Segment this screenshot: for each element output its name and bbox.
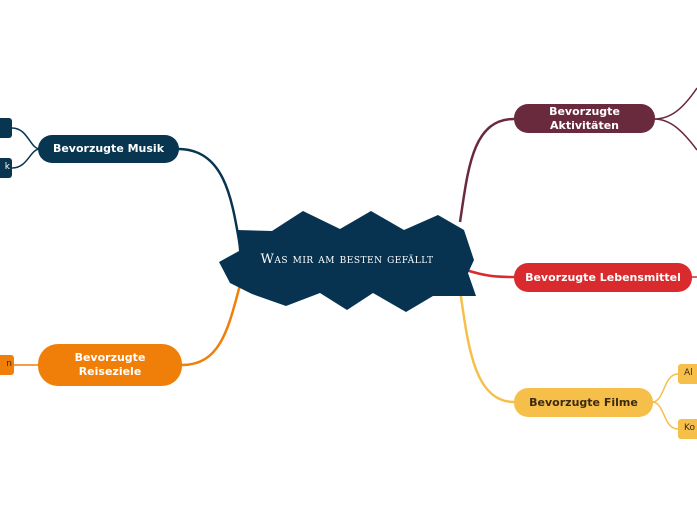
connector-aktivitaeten-out <box>653 87 697 120</box>
connector-musik-leaf-2 <box>11 148 41 169</box>
central-node-shape[interactable] <box>219 211 476 312</box>
subtopic-label: Al <box>684 368 693 379</box>
connector-musik <box>177 147 242 247</box>
subtopic-musik-1[interactable] <box>0 118 12 138</box>
subtopic-label: k <box>4 162 10 173</box>
topic-bevorzugte-musik[interactable]: Bevorzugte Musik <box>38 135 179 163</box>
connector-filme-leaf-2 <box>651 401 679 430</box>
subtopic-filme-1[interactable]: Al <box>678 364 697 384</box>
connector-reise <box>181 284 242 367</box>
subtopic-filme-2[interactable]: Ko <box>678 419 697 439</box>
topic-bevorzugte-lebensmittel[interactable]: Bevorzugte Lebensmittel <box>514 263 692 292</box>
central-topic-label: Was mir am besten gefällt <box>260 251 434 267</box>
connector-aktivitaeten <box>458 117 515 223</box>
topic-label: Bevorzugte Musik <box>52 142 165 156</box>
subtopic-label: n <box>6 359 12 370</box>
connector-aktivitaeten-out-2 <box>653 118 697 151</box>
subtopic-reise-1[interactable]: n <box>0 355 14 375</box>
topic-label: Bevorzugte Aktivitäten <box>549 104 620 132</box>
connector-lebensmittel <box>465 268 515 279</box>
topic-bevorzugte-filme[interactable]: Bevorzugte Filme <box>514 388 653 417</box>
topic-bevorzugte-aktivitaeten[interactable]: Bevorzugte Aktivitäten <box>514 104 655 133</box>
topic-label: Bevorzugte Lebensmittel <box>525 270 681 284</box>
subtopic-label: Ko <box>684 423 695 434</box>
topic-bevorzugte-reiseziele[interactable]: Bevorzugte Reiseziele <box>38 344 182 386</box>
connector-filme <box>458 289 515 404</box>
connector-filme-leaf-1 <box>651 373 679 403</box>
topic-label: Bevorzugte Filme <box>529 395 638 409</box>
connector-musik-leaf-1 <box>11 127 41 150</box>
subtopic-musik-2[interactable]: k <box>0 158 12 178</box>
topic-label: Bevorzugte Reiseziele <box>74 351 146 378</box>
